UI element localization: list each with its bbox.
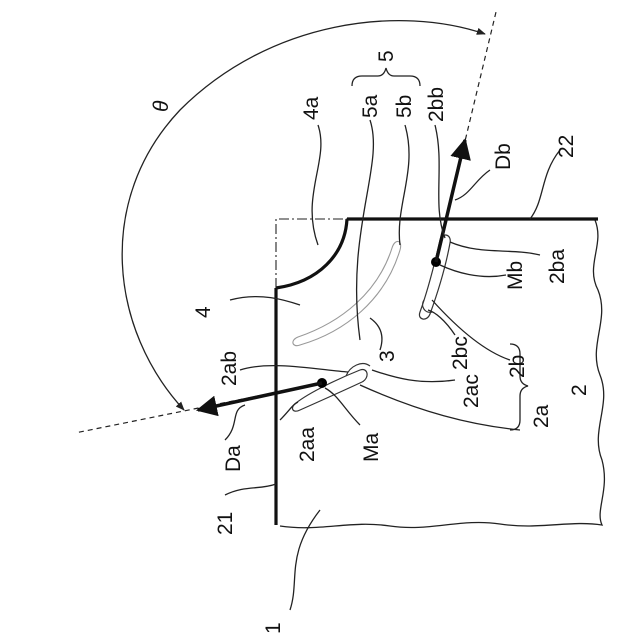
label-5: 5 (375, 50, 398, 62)
label-1: 1 (262, 622, 285, 634)
label-4a: 4a (300, 96, 323, 120)
leader-5b (399, 125, 409, 245)
label-2b: 2b (506, 355, 529, 378)
label-2aa: 2aa (296, 427, 319, 462)
arrow-Db (436, 140, 465, 262)
leader-2bb (435, 125, 445, 238)
leader-21 (225, 484, 276, 495)
leader-1 (290, 510, 320, 610)
leader-2ab (240, 366, 348, 372)
leader-2a (360, 385, 520, 430)
label-Db: Db (492, 143, 515, 170)
label-22: 22 (555, 135, 578, 158)
label-Da: Da (222, 445, 245, 472)
leader-5a (357, 120, 374, 340)
label-2bb: 2bb (425, 87, 448, 122)
leader-2ba (450, 242, 540, 255)
leader-4 (230, 297, 300, 305)
leader-Da (225, 405, 245, 440)
label-4: 4 (192, 306, 215, 318)
label-2bc: 2bc (449, 336, 472, 370)
leader-Mb (440, 265, 506, 277)
label-5a: 5a (359, 94, 382, 118)
label-2a: 2a (530, 404, 553, 428)
leader-2ac (372, 370, 455, 382)
leader-Db (455, 170, 490, 200)
leader-2bc (428, 310, 455, 335)
corner-cut-4 (276, 219, 347, 288)
slot-2b (419, 235, 450, 319)
label-2: 2 (568, 384, 591, 396)
leader-4a (312, 125, 321, 245)
label-Ma: Ma (360, 433, 383, 462)
label-Mb: Mb (504, 261, 527, 290)
groove-3 (293, 241, 401, 345)
leader-Ma (325, 388, 360, 425)
theta-arc (122, 21, 485, 410)
leader-22 (530, 150, 560, 219)
label-2ac: 2ac (460, 374, 483, 408)
leader-3 (370, 318, 382, 350)
label-theta: θ (150, 100, 173, 112)
label-3: 3 (376, 350, 399, 362)
brace-5 (352, 68, 420, 86)
label-2ba: 2ba (546, 249, 569, 284)
label-2ab: 2ab (218, 351, 241, 386)
label-21: 21 (214, 512, 237, 535)
label-5b: 5b (393, 95, 416, 118)
arrow-Da (198, 383, 322, 410)
